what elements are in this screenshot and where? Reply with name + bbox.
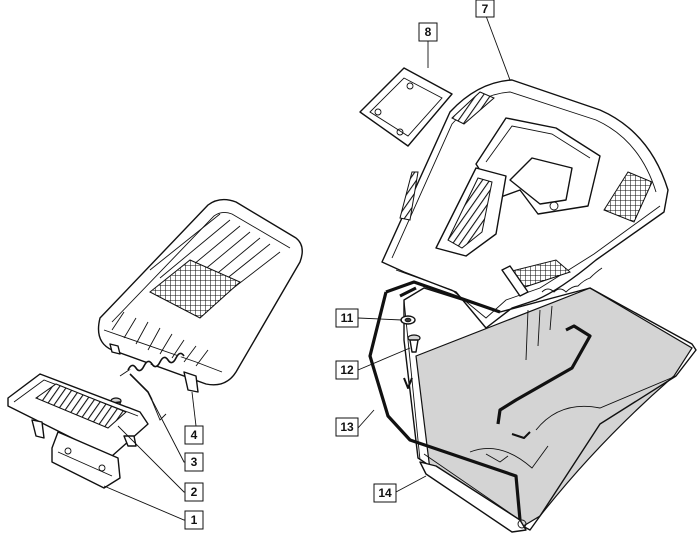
part-1-hinge-bracket [7,373,149,489]
callout-label-1: 1 [191,513,198,527]
part-11-washer [400,315,416,325]
part-14-grass-bag [403,287,697,533]
leader-4 [191,391,197,427]
part-7-top-cover [381,79,669,329]
callout-8: 8 [418,22,438,42]
callout-label-7: 7 [482,2,489,16]
callout-3: 3 [184,452,204,472]
callout-label-14: 14 [378,486,392,500]
callout-label-4: 4 [191,428,198,442]
callout-label-12: 12 [340,363,354,377]
leader-1 [103,485,196,521]
callout-4: 4 [184,425,204,445]
part-13-wire-frame [368,280,592,521]
callout-1: 1 [184,510,204,530]
callout-14: 14 [373,483,397,503]
leader-13 [357,409,375,429]
callout-7: 7 [475,0,495,18]
callout-label-11: 11 [341,311,354,325]
callout-label-3: 3 [191,455,198,469]
leader-11 [357,317,403,321]
leader-14 [395,475,427,493]
callout-12: 12 [335,360,359,380]
callout-13: 13 [335,417,359,437]
part-4-flap-cover [97,198,303,393]
part-12-screw [407,334,421,353]
part-3-spring [119,352,185,421]
callout-11: 11 [335,308,359,328]
callout-2: 2 [184,482,204,502]
callout-label-2: 2 [191,485,198,499]
callout-label-13: 13 [340,420,354,434]
callout-label-8: 8 [425,25,432,39]
leader-7 [485,15,511,81]
leader-12 [357,347,411,371]
part-8-gasket-plate [359,67,453,147]
